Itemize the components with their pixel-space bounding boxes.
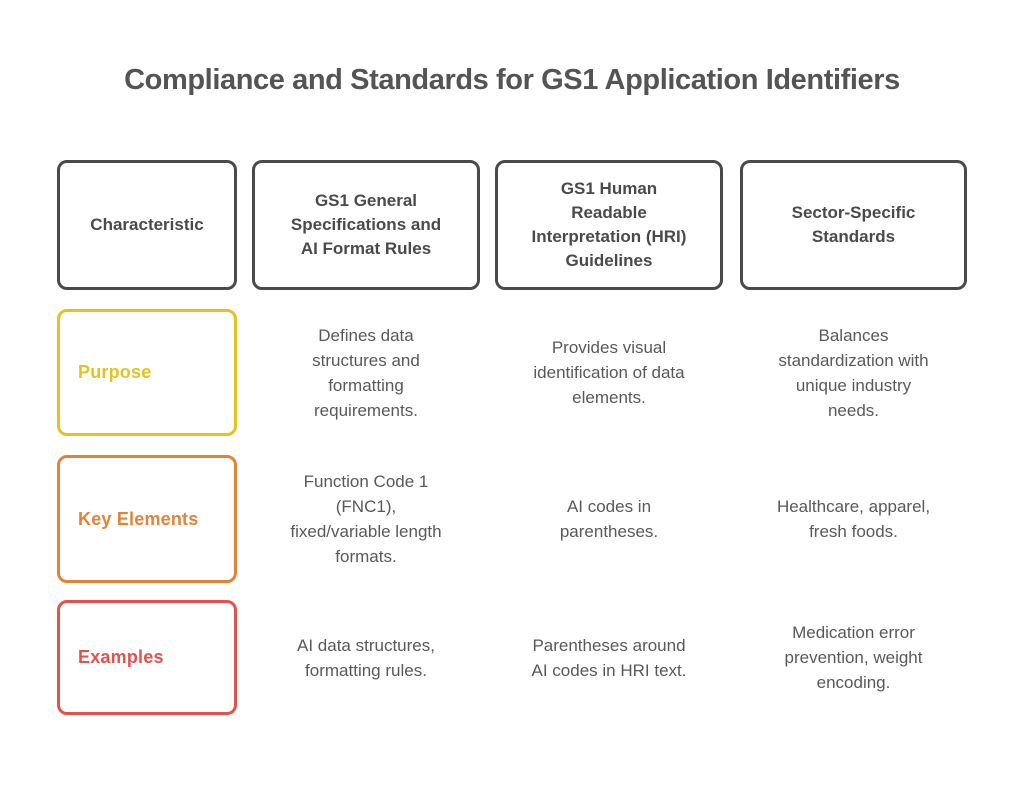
row-label-key-elements: Key Elements [57,455,237,583]
header-characteristic: Characteristic [57,160,237,290]
cell-examples-general-specs: AI data structures, formatting rules. [297,635,435,680]
row-label-examples: Examples [57,600,237,715]
cell-examples-sector-standards: Medication error prevention, weight enco… [784,623,923,692]
page-title: Compliance and Standards for GS1 Applica… [124,64,900,96]
cell-key-elements-sector-standards: Healthcare, apparel, fresh foods. [776,497,931,541]
row-label-purpose: Purpose [57,309,237,436]
header-sector-specific-standards: Sector-Specific Standards [740,160,967,290]
cell-examples-hri-guidelines: Parentheses around AI codes in HRI text. [531,635,687,680]
cell-purpose-general-specs: Defines data structures and formatting r… [312,325,420,420]
cell-purpose-sector-standards: Balances standardization with unique ind… [778,325,929,420]
cell-purpose-hri-guidelines: Provides visual identification of data e… [533,338,685,407]
header-gs1-general-specifications: GS1 General Specifications and AI Format… [252,160,480,290]
cell-key-elements-general-specs: Function Code 1 (FNC1), fixed/variable l… [290,472,442,566]
header-gs1-hri-guidelines: GS1 Human Readable Interpretation (HRI) … [495,160,723,290]
cell-key-elements-hri-guidelines: AI codes in parentheses. [559,497,659,541]
